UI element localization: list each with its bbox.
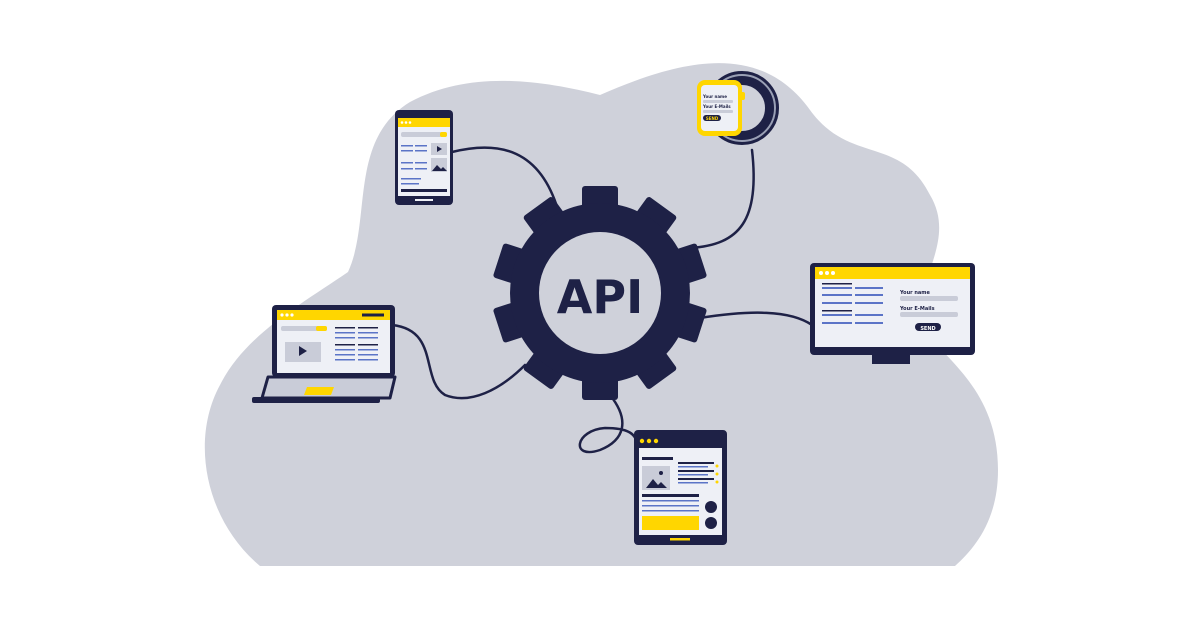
monitor-send-button[interactable] <box>915 323 941 331</box>
monitor-send-label: SEND <box>920 326 935 332</box>
cable-monitor <box>698 311 814 327</box>
cable-phone <box>450 146 560 212</box>
gear-hub <box>539 232 661 354</box>
monitor-device: Your name Your E-Mails SEND <box>810 263 975 364</box>
tablet-button-2[interactable] <box>705 517 717 529</box>
cable-tablet <box>578 393 639 454</box>
tablet-button-1[interactable] <box>705 501 717 513</box>
watch-send-label: SEND <box>706 116 719 121</box>
watch-name-label: Your name <box>702 94 727 99</box>
phone-device <box>395 110 453 205</box>
api-label: API <box>557 270 643 324</box>
smartwatch-device: Your name Your E-Mails SEND <box>697 71 779 145</box>
laptop-device <box>252 305 397 403</box>
api-gear: API <box>493 186 707 400</box>
monitor-name-label: Your name <box>899 290 931 296</box>
tablet-device <box>634 430 727 545</box>
monitor-email-field[interactable] <box>900 312 958 317</box>
monitor-email-label: Your E-Mails <box>899 306 935 312</box>
watch-email-label: Your E-Mails <box>702 104 731 109</box>
watch-send-button[interactable] <box>703 115 721 121</box>
connection-cables <box>390 146 814 454</box>
cable-watch <box>688 148 755 250</box>
monitor-name-field[interactable] <box>900 296 958 301</box>
cable-laptop <box>390 323 527 400</box>
